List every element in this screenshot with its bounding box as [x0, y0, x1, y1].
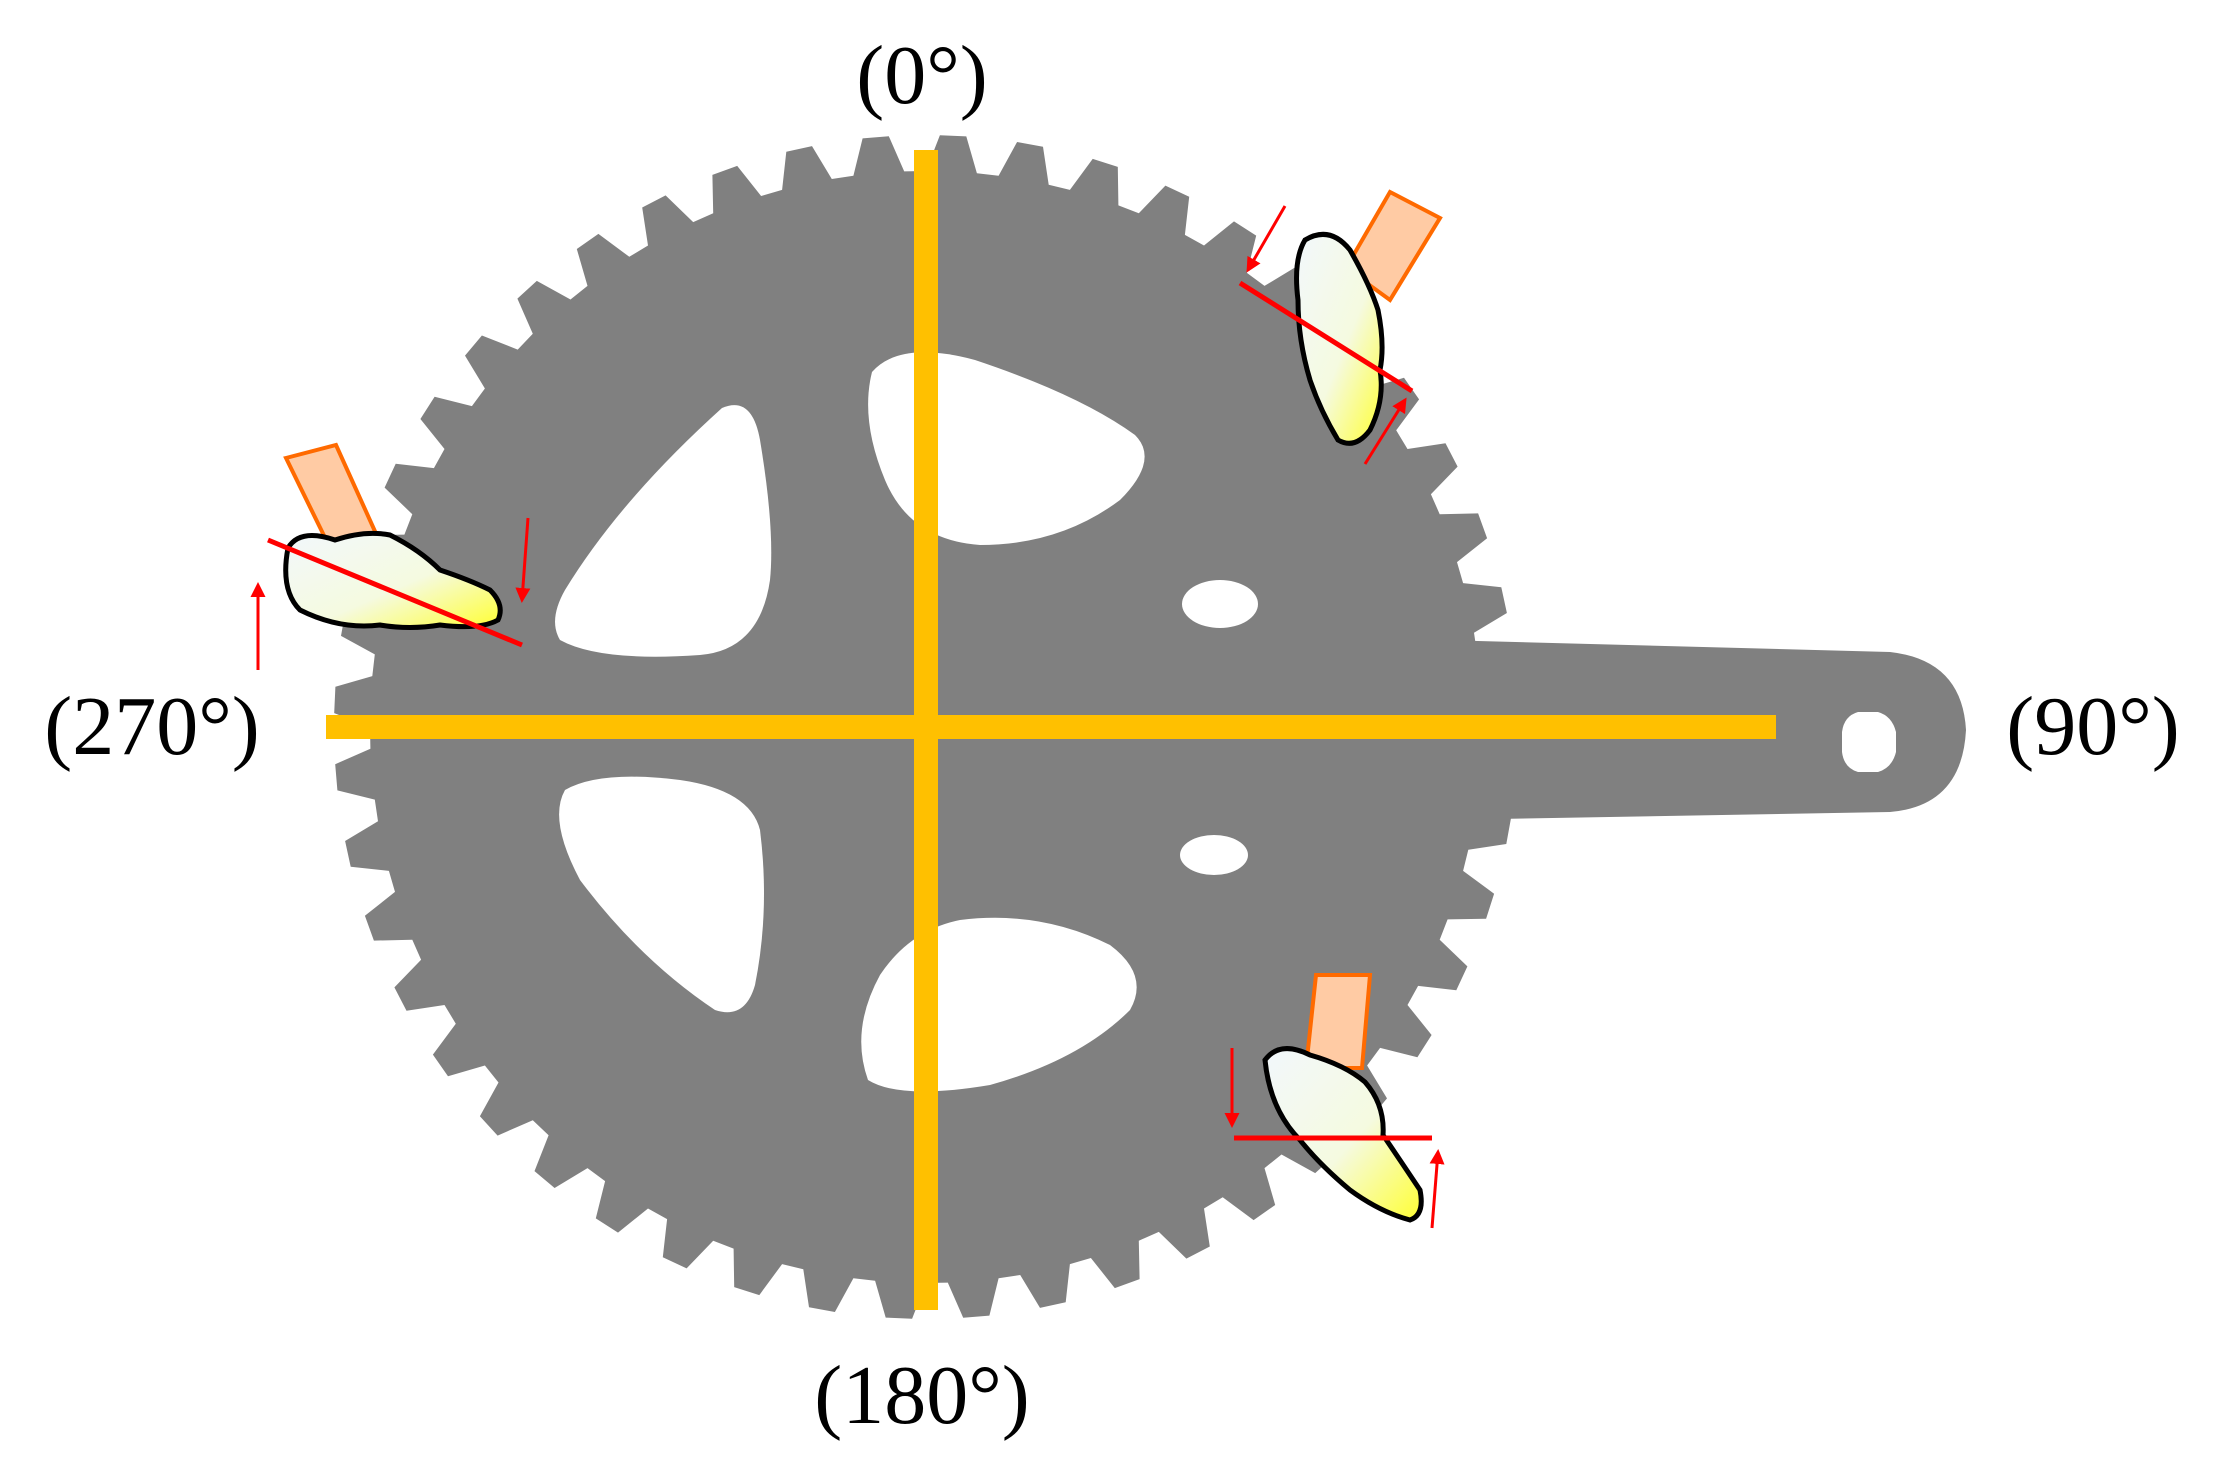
pedal-position-45 — [1238, 189, 1443, 465]
cycling-shoe-icon — [283, 530, 503, 630]
force-arrow-up — [1363, 397, 1407, 465]
chainring-bolt-hole-upper — [1182, 580, 1258, 628]
force-arrow-up — [1429, 1149, 1445, 1229]
chainring-bolt-hole-lower — [1180, 835, 1248, 875]
pedal-line — [1238, 280, 1414, 394]
force-arrow-down — [1246, 205, 1287, 273]
angle-label-90: (90°) — [2006, 680, 2180, 773]
force-arrow-down — [515, 517, 531, 603]
pedal-line — [267, 537, 523, 648]
spider-cutout-lower-left — [559, 776, 764, 1013]
pedal-hole — [1842, 712, 1896, 772]
angle-label-270: (270°) — [44, 680, 260, 773]
leg-icon — [1343, 189, 1443, 303]
cycling-shoe-icon — [1294, 231, 1385, 446]
pedal-position-270 — [250, 442, 531, 670]
pedal-position-135 — [1224, 973, 1445, 1229]
spider-cutout-upper-left — [555, 405, 772, 657]
cycling-shoe-icon — [1262, 1046, 1424, 1223]
reference-axes — [326, 150, 1776, 1310]
angle-label-0: (0°) — [856, 29, 988, 122]
angle-label-180: (180°) — [814, 1349, 1030, 1442]
leg-icon — [1303, 973, 1373, 1070]
